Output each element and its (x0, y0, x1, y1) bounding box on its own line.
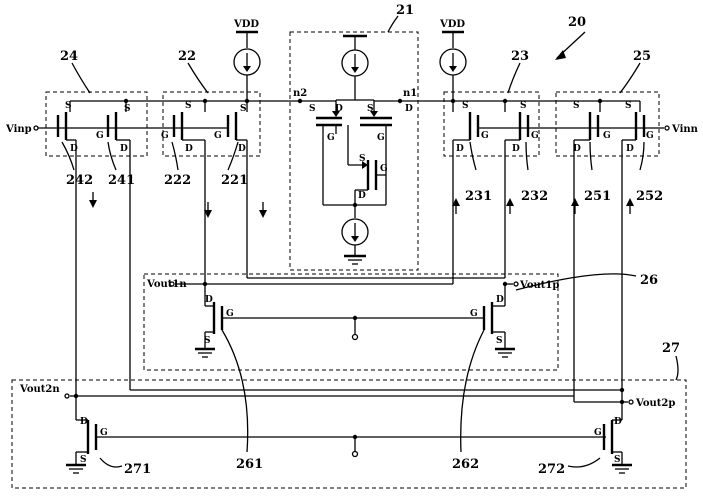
block-22-box (162, 91, 261, 157)
pin-label: S (573, 101, 580, 111)
block-21-box (289, 31, 419, 271)
pin-label: D (496, 295, 504, 305)
block-21-internals (316, 34, 392, 265)
pin-label: S (496, 336, 503, 346)
label-24: 24 (60, 49, 78, 64)
pin-label: G (470, 309, 478, 319)
pin-label: G (646, 131, 654, 141)
label-vdd-right: VDD (439, 19, 465, 30)
pin-label: D (205, 295, 213, 305)
pin-label: G (214, 131, 222, 141)
vdd-source-right (439, 30, 467, 101)
pin-label: D (120, 144, 128, 154)
label-231: 231 (465, 189, 492, 204)
label-vout2n: Vout2n (19, 384, 60, 395)
label-26: 26 (640, 273, 658, 288)
vdd-source-left (233, 30, 261, 101)
pin-label: D (614, 417, 622, 427)
pin-label: G (603, 131, 611, 141)
pin-label: G (594, 428, 602, 438)
pin-label: S (80, 455, 87, 465)
pin-label: G (96, 131, 104, 141)
pin-label: S (367, 104, 374, 114)
pin-label: S (240, 104, 247, 114)
label-232: 232 (521, 189, 548, 204)
block-23-box (443, 91, 540, 157)
text-labels: 20 21 24 22 23 25 26 27 242 241 222 221 … (5, 3, 699, 477)
pin-label: G (226, 309, 234, 319)
label-221: 221 (221, 173, 248, 188)
pin-label: S (462, 101, 469, 111)
pin-label: D (185, 144, 193, 154)
pin-label: D (238, 144, 246, 154)
label-vout1p: Vout1p (519, 280, 559, 291)
block-27-box (11, 379, 687, 489)
label-n1: n1 (403, 88, 417, 99)
label-271: 271 (124, 462, 151, 477)
pin-label: S (124, 104, 131, 114)
pin-label: D (512, 144, 520, 154)
label-21: 21 (396, 3, 414, 18)
label-242: 242 (66, 173, 93, 188)
pin-label: S (185, 101, 192, 111)
label-241: 241 (108, 173, 135, 188)
pin-label: S (65, 101, 72, 111)
label-25: 25 (633, 49, 651, 64)
pin-label: D (358, 191, 366, 201)
pin-label: D (626, 144, 634, 154)
label-252: 252 (636, 189, 663, 204)
pin-label: D (80, 417, 88, 427)
pin-label: D (405, 104, 413, 114)
block-outlines (11, 31, 687, 489)
label-262: 262 (452, 457, 479, 472)
label-22: 22 (178, 49, 196, 64)
label-23: 23 (511, 49, 529, 64)
label-fig-20: 20 (568, 15, 586, 30)
pin-label: G (327, 133, 335, 143)
block-25-box (555, 91, 660, 157)
label-vout1n: Vout1n (146, 279, 187, 290)
pin-label: G (377, 133, 385, 143)
pin-label: S (309, 104, 316, 114)
block-24-box (45, 91, 148, 157)
interconnect (64, 277, 634, 420)
pin-label: S (204, 336, 211, 346)
pin-label: G (481, 131, 489, 141)
pin-label: D (335, 104, 343, 114)
pin-label: G (531, 131, 539, 141)
label-272: 272 (538, 462, 565, 477)
pin-label: S (520, 101, 527, 111)
pin-label: G (380, 164, 388, 174)
label-vinn: Vinn (671, 124, 699, 135)
pin-label: D (70, 144, 78, 154)
pin-label: D (573, 144, 581, 154)
pin-label: S (359, 154, 366, 164)
leader-lines (61, 15, 679, 468)
block-26-transistors (195, 302, 515, 358)
block-26-box (143, 273, 559, 371)
block-27-transistors (66, 419, 632, 474)
pin-label: S (614, 455, 621, 465)
pin-label: S (625, 101, 632, 111)
label-vdd-left: VDD (233, 19, 259, 30)
label-vout2p: Vout2p (635, 398, 675, 409)
label-222: 222 (164, 173, 191, 188)
figure-arrow-head (555, 50, 566, 60)
pin-label: D (456, 144, 464, 154)
label-27: 27 (662, 341, 680, 356)
pin-label: G (100, 428, 108, 438)
label-251: 251 (584, 189, 611, 204)
input-stage (33, 98, 670, 402)
label-n2: n2 (293, 88, 307, 99)
pin-label: G (161, 131, 169, 141)
label-261: 261 (236, 457, 263, 472)
label-vinp: Vinp (5, 124, 32, 135)
